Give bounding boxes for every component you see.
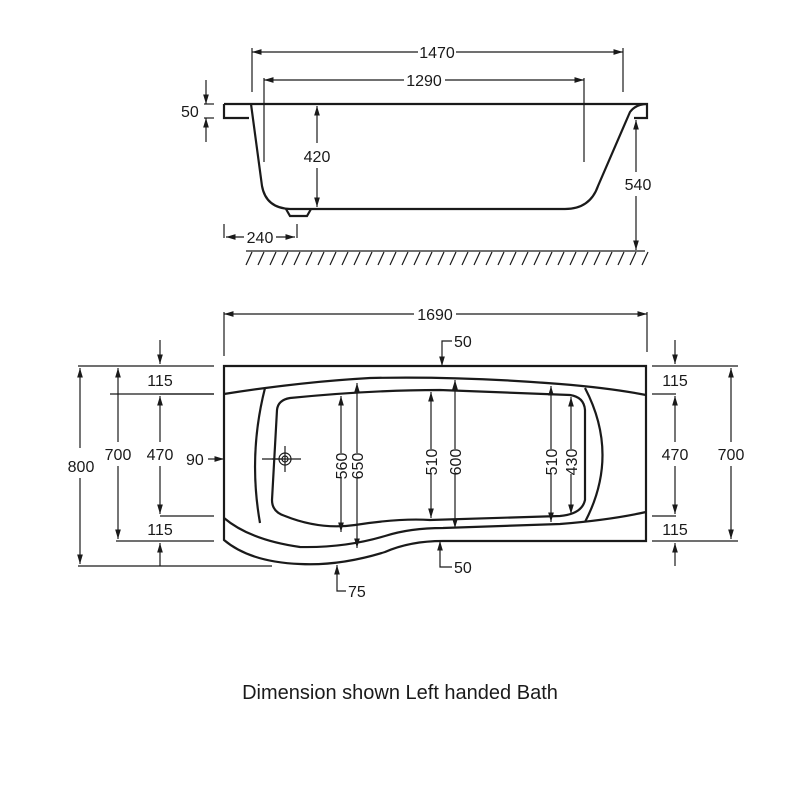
side-view: 1470 1290 50 420 540 240: [181, 45, 652, 266]
dim-body-width-left: 700: [105, 447, 132, 464]
dim-inner-width-left: 470: [147, 447, 174, 464]
dim-body-width-right: 700: [718, 447, 745, 464]
dim-inner-width-right: 470: [662, 447, 689, 464]
dim-bottom-rim-offset: 50: [454, 560, 472, 577]
drawing-caption: Dimension shown Left handed Bath: [242, 682, 558, 704]
dim-overall-length-side: 1470: [419, 45, 455, 62]
dim-interior-600: 600: [448, 449, 465, 476]
dim-interior-510-b: 510: [544, 449, 561, 476]
dim-rim-thickness: 50: [181, 104, 199, 121]
dim-interior-560: 560: [334, 453, 351, 480]
dim-overall-height: 540: [625, 177, 652, 194]
dim-top-ledge-right: 115: [662, 373, 688, 390]
plan-view: 1690 50 50 75 800 700 115 470 115: [68, 307, 745, 601]
dim-inner-length-side: 1290: [406, 73, 442, 90]
dim-inner-depth: 420: [304, 149, 331, 166]
bath-plan-outline: [222, 364, 648, 566]
dim-curve-offset: 75: [348, 584, 366, 601]
dim-waste-offset-side: 240: [247, 230, 274, 247]
floor-hatch: [245, 250, 649, 266]
dim-bottom-ledge-right: 115: [662, 522, 688, 539]
dim-interior-430: 430: [564, 449, 581, 476]
dim-interior-650: 650: [350, 453, 367, 480]
dim-waste-offset-plan: 90: [186, 452, 204, 469]
bath-basin: [270, 388, 587, 528]
waste-outlet: [285, 208, 312, 218]
dim-interior-510-a: 510: [424, 449, 441, 476]
bath-side-profile: [222, 102, 649, 211]
dim-top-rim-offset: 50: [454, 334, 472, 351]
dim-overall-width: 800: [68, 459, 95, 476]
dim-bottom-ledge-left: 115: [147, 522, 173, 539]
dim-top-ledge-left: 115: [147, 373, 173, 390]
dim-overall-length-plan: 1690: [417, 307, 453, 324]
